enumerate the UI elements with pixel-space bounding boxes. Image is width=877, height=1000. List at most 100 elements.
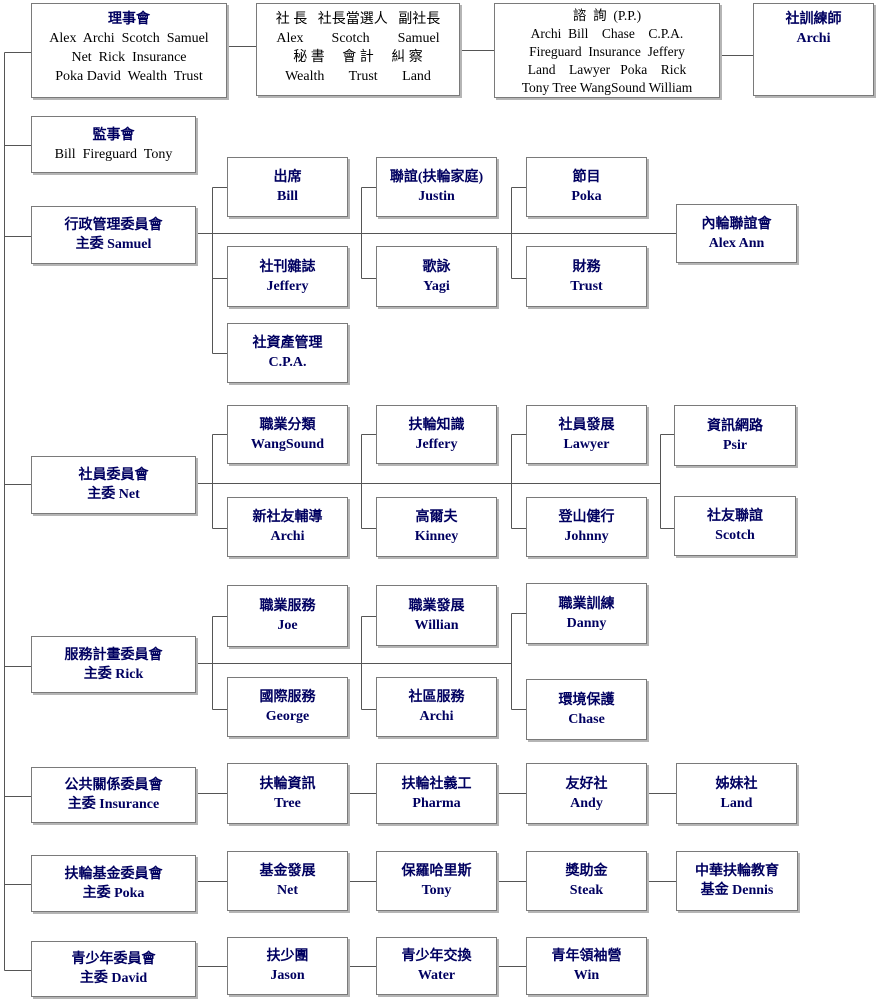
finance-box: 財務 Trust xyxy=(526,246,647,307)
unit-person: 基金 Dennis xyxy=(700,883,774,898)
membership-committee-box: 社員委員會 主委 Net xyxy=(31,456,196,514)
unit-person: Win xyxy=(573,968,600,983)
unit-title: 聯誼(扶輪家庭) xyxy=(389,170,484,185)
paul-harris-box: 保羅哈里斯 Tony xyxy=(376,851,497,911)
rotary-info-box: 扶輪資訊 Tree xyxy=(227,763,348,824)
trainer-title: 社訓練師 xyxy=(785,12,842,27)
advisors-box: 諮 詢 (P.P.) Archi Bill Chase C.P.A. Fireg… xyxy=(494,3,720,98)
hiking-box: 登山健行 Johnny xyxy=(526,497,647,557)
unit-title: 社友聯誼 xyxy=(707,509,763,524)
unit-person: Danny xyxy=(566,615,607,631)
classification-box: 職業分類 WangSound xyxy=(227,405,348,464)
unit-title: 資訊網路 xyxy=(707,418,763,434)
committee-chair: 主委 Poka xyxy=(82,885,145,901)
board-of-directors-box: 理事會 Alex Archi Scotch Samuel Net Rick In… xyxy=(31,3,227,98)
committee-chair: 主委 Insurance xyxy=(67,797,160,812)
unit-person: Tree xyxy=(274,795,301,811)
unit-person: Archi xyxy=(270,529,305,544)
unit-person: WangSound xyxy=(250,436,325,452)
supervisor-title: 監事會 xyxy=(92,127,135,143)
unit-person: Yagi xyxy=(423,278,450,294)
committee-chair: 主委 Net xyxy=(87,487,140,502)
unit-title: 職業分類 xyxy=(259,417,316,433)
unit-person: Archi xyxy=(419,709,454,724)
unit-person: Justin xyxy=(418,189,455,204)
unit-title: 環境保護 xyxy=(558,692,615,708)
unit-title: 社資產管理 xyxy=(252,336,323,351)
unit-title: 扶輪知識 xyxy=(408,417,465,433)
committee-title: 公共關係委員會 xyxy=(64,778,163,793)
fund-development-box: 基金發展 Net xyxy=(227,851,348,911)
youth-exchange-box: 青少年交換 Water xyxy=(376,937,497,995)
education-foundation-box: 中華扶輪教育 基金 Dennis xyxy=(676,851,798,911)
program-box: 節目 Poka xyxy=(526,157,647,217)
committee-title: 青少年委員會 xyxy=(71,952,156,967)
inner-wheel-box: 內輪聯誼會 Alex Ann xyxy=(676,204,797,263)
unit-person: Joe xyxy=(277,618,298,633)
unit-title: 高爾夫 xyxy=(415,510,458,525)
unit-person: Trust xyxy=(570,278,603,294)
singing-box: 歌詠 Yagi xyxy=(376,246,497,307)
unit-title: 保羅哈里斯 xyxy=(401,864,472,879)
unit-person: Water xyxy=(417,968,456,983)
unit-title: 出席 xyxy=(273,170,302,185)
committee-title: 扶輪基金委員會 xyxy=(64,866,163,882)
board-members-line: Alex Archi Scotch Samuel xyxy=(49,31,209,46)
unit-person: Poka xyxy=(571,189,602,204)
unit-title: 友好社 xyxy=(565,776,608,792)
unit-person: Bill xyxy=(276,189,298,204)
fellowship-box: 聯誼(扶輪家庭) Justin xyxy=(376,157,497,217)
unit-person: Tony xyxy=(421,883,452,898)
unit-title: 國際服務 xyxy=(259,690,316,705)
environmental-protection-box: 環境保護 Chase xyxy=(526,679,647,740)
rotary-knowledge-box: 扶輪知識 Jeffery xyxy=(376,405,497,464)
unit-person: Andy xyxy=(570,795,603,811)
board-members-line: Poka David Wealth Trust xyxy=(55,69,203,84)
committee-title: 社員委員會 xyxy=(78,468,149,483)
unit-title: 登山健行 xyxy=(558,510,615,525)
unit-person: C.P.A. xyxy=(268,355,307,370)
vocational-training-box: 職業訓練 Danny xyxy=(526,583,647,644)
international-service-box: 國際服務 George xyxy=(227,677,348,737)
unit-title: 職業訓練 xyxy=(558,596,615,612)
unit-title: 基金發展 xyxy=(259,864,316,879)
officers-titles-line: 秘 書 會 計 糾 察 xyxy=(293,50,423,65)
admin-committee-box: 行政管理委員會 主委 Samuel xyxy=(31,206,196,264)
unit-person: George xyxy=(265,709,310,724)
officers-names-line: Wealth Trust Land xyxy=(285,69,431,84)
unit-person: Steak xyxy=(569,883,604,898)
board-title: 理事會 xyxy=(108,12,150,27)
unit-title: 扶少團 xyxy=(266,949,309,964)
unit-person: Johnny xyxy=(564,529,609,544)
officers-titles-line: 社 長 社長當選人 副社長 xyxy=(275,12,441,27)
unit-title: 獎助金 xyxy=(565,864,608,879)
trainer-name: Archi xyxy=(796,31,831,46)
member-development-box: 社員發展 Lawyer xyxy=(526,405,647,464)
unit-title: 扶輪社義工 xyxy=(401,776,472,792)
unit-title: 扶輪資訊 xyxy=(259,776,316,792)
unit-person: Jason xyxy=(270,968,305,983)
unit-person: Net xyxy=(277,883,298,898)
supervisory-board-box: 監事會 Bill Fireguard Tony xyxy=(31,116,196,173)
unit-person: Pharma xyxy=(412,795,461,811)
magazine-box: 社刊雜誌 Jeffery xyxy=(227,246,348,307)
community-service-box: 社區服務 Archi xyxy=(376,677,497,737)
committee-chair: 主委 David xyxy=(79,971,148,986)
public-relations-committee-box: 公共關係委員會 主委 Insurance xyxy=(31,767,196,823)
sister-club-box: 姊妹社 Land xyxy=(676,763,797,824)
unit-title: 社區服務 xyxy=(408,690,465,705)
board-members-line: Net Rick Insurance xyxy=(71,50,187,65)
vocational-development-box: 職業發展 Willian xyxy=(376,585,497,646)
unit-person: Lawyer xyxy=(563,436,610,452)
unit-title: 社刊雜誌 xyxy=(259,259,316,275)
friend-club-box: 友好社 Andy xyxy=(526,763,647,824)
asset-management-box: 社資產管理 C.P.A. xyxy=(227,323,348,383)
youth-committee-box: 青少年委員會 主委 David xyxy=(31,941,196,997)
club-trainer-box: 社訓練師 Archi xyxy=(753,3,874,96)
committee-chair: 主委 Rick xyxy=(83,666,144,682)
committee-chair: 主委 Samuel xyxy=(75,237,152,252)
unit-person: Willian xyxy=(414,617,459,633)
info-network-box: 資訊網路 Psir xyxy=(674,405,796,466)
unit-title: 青少年交換 xyxy=(401,949,472,964)
